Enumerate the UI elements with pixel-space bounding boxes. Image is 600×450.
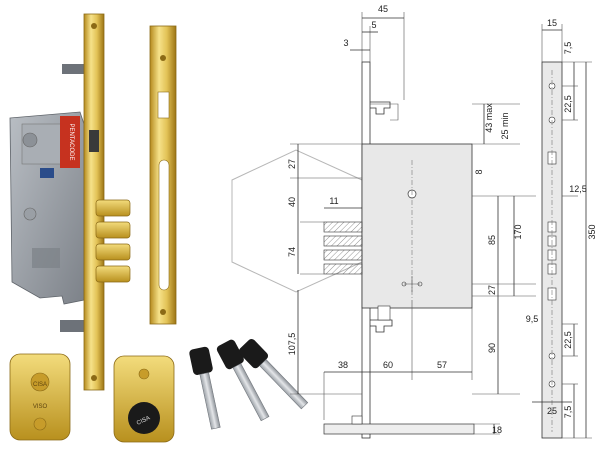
dim-top-offset: 3	[343, 38, 348, 48]
fp-dim-screw1: 22,5	[563, 95, 573, 113]
case-rivet-2	[23, 207, 37, 221]
case-side-label: PENTACODE	[68, 124, 74, 161]
faceplate-screw-2	[91, 375, 97, 381]
dim-top-overall: 45	[378, 4, 388, 14]
latch-slot	[89, 130, 99, 152]
fp-dim-length: 350	[587, 224, 597, 239]
keys-photo	[189, 338, 309, 430]
lock-bottom-bar	[60, 320, 84, 332]
fp-dim-bottom-w: 25	[547, 406, 557, 416]
case-rivet	[22, 132, 38, 148]
drawing-bolts	[323, 221, 363, 275]
dim-60: 60	[383, 360, 393, 370]
case-gearing	[32, 248, 60, 268]
case-red-label	[60, 116, 80, 168]
escutcheon-plate-text: VISO	[33, 404, 48, 410]
strike-plate-photo	[149, 25, 177, 325]
escutcheon-cover	[128, 402, 160, 434]
case-blue-label	[40, 168, 54, 178]
escutcheon-cover-brand: CISA	[136, 415, 151, 426]
dim-57: 57	[437, 360, 447, 370]
drawing-case	[361, 143, 473, 309]
escutcheon-right: CISA	[113, 355, 175, 443]
dimension-lines	[290, 12, 536, 435]
dim-18: 18	[492, 425, 502, 435]
dim-11: 11	[329, 196, 338, 206]
dim-107-5: 107,5	[287, 333, 297, 356]
dim-depth-max: 43 max	[484, 103, 494, 133]
dim-38: 38	[338, 360, 348, 370]
dim-170: 170	[513, 224, 523, 239]
dim-depth-min: 25 min	[500, 112, 510, 139]
lock-top-bar	[62, 64, 84, 74]
dim-27-right: 27	[487, 285, 497, 295]
dim-spindle: 8	[474, 169, 484, 174]
dim-top-face: 5	[371, 20, 376, 30]
dim-90: 90	[487, 343, 497, 353]
dim-85: 85	[487, 235, 497, 245]
fp-dim-bottom-off: 7,5	[563, 406, 573, 419]
lock-drawing	[323, 61, 475, 439]
escutcheon-left: CISA VISO	[9, 353, 71, 441]
escutcheon-brand: CISA	[33, 382, 47, 388]
dim-27-left: 27	[287, 159, 297, 169]
fp-dim-low2: 22,5	[563, 331, 573, 349]
dim-40: 40	[287, 197, 297, 207]
lock-bolts	[95, 199, 131, 283]
dim-74: 74	[287, 247, 297, 257]
fp-dim-width: 15	[547, 18, 557, 28]
fp-dim-mid: 12,5	[569, 184, 587, 194]
fp-dim-top-off: 7,5	[563, 42, 573, 55]
drawing-bottom-profile	[323, 423, 475, 435]
faceplate-drawing	[532, 24, 592, 439]
faceplate-screw	[91, 23, 97, 29]
lock-photo: PENTACODE	[9, 13, 131, 391]
fp-dim-low1: 9,5	[526, 314, 539, 324]
